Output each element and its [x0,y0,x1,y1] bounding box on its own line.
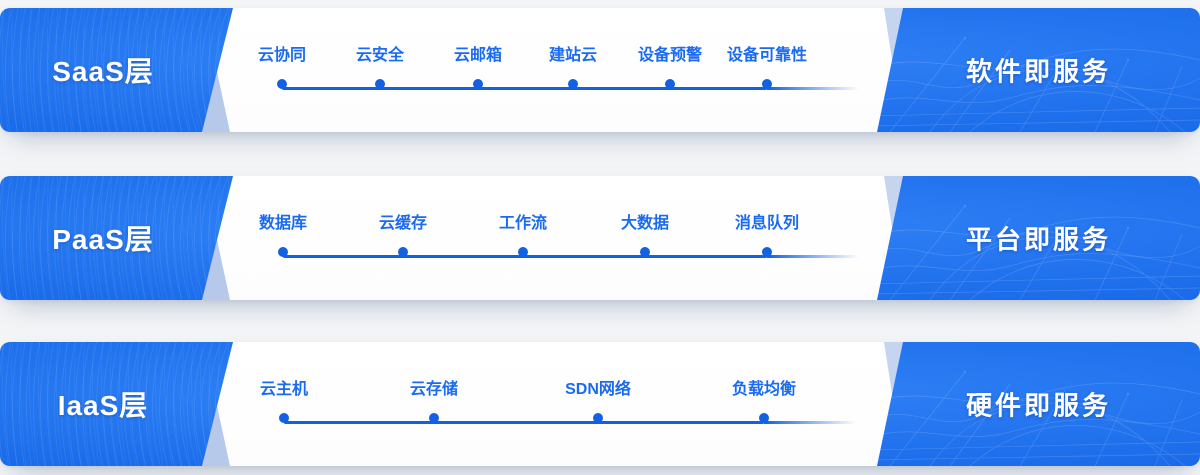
timeline-node [398,247,408,257]
wireframe-mesh-decoration [877,36,1200,132]
timeline-node [762,247,772,257]
timeline-item-label: 云安全 [355,47,405,64]
timeline-node [375,79,385,89]
timeline-iaas: 云主机 云存储 SDN网络 负载均衡 [0,342,1200,466]
layer-title-saas: SaaS层 [52,56,154,87]
timeline-item-label: 消息队列 [734,215,800,232]
timeline-line-tail [767,255,859,258]
layer-title-iaas: IaaS层 [57,390,149,421]
timeline-item-label: 设备可靠性 [726,47,808,64]
timeline-item-label: 云存储 [409,381,459,398]
timeline-paas: 数据库 云缓存 工作流 大数据 消息队列 [0,176,1200,300]
service-shape-saas: 软件即服务 [877,8,1200,132]
timeline-node [568,79,578,89]
timeline-node [762,79,772,89]
timeline-node [640,247,650,257]
timeline-node [759,413,769,423]
timeline-item-label: 负载均衡 [731,381,797,398]
timeline-line [282,87,767,90]
band-saas: SaaS层 云协同 云安全 云邮箱 建站云 设备预警 设备可靠性 [0,8,1200,132]
timeline-item-label: 云邮箱 [453,47,503,64]
service-shape-paas: 平台即服务 [877,176,1200,300]
timeline-item-label: 云缓存 [378,215,428,232]
timeline-node [665,79,675,89]
timeline-line-tail [764,421,856,424]
layer-shape-paas [0,176,233,300]
timeline-node [429,413,439,423]
layer-shape-saas [0,8,233,132]
timeline-item-label: 大数据 [620,215,670,232]
service-title-paas: 平台即服务 [965,224,1111,255]
service-title-saas: 软件即服务 [965,56,1111,87]
band-paas: PaaS层 数据库 云缓存 工作流 大数据 消息队列 [0,176,1200,300]
timeline-item-label: 建站云 [548,47,598,64]
timeline-node [279,413,289,423]
timeline-item-label: 云主机 [259,381,309,398]
timeline-node [278,247,288,257]
layer-title-paas: PaaS层 [52,224,154,255]
timeline-item-label: 数据库 [258,215,308,232]
band-iaas: IaaS层 云主机 云存储 SDN网络 负载均衡 [0,342,1200,466]
timeline-item-label: SDN网络 [565,381,631,398]
timeline-line-tail [767,87,859,90]
timeline-node [277,79,287,89]
wireframe-mesh-decoration [877,370,1200,466]
timeline-item-label: 云协同 [257,47,307,64]
timeline-node [593,413,603,423]
timeline-node [518,247,528,257]
timeline-node [473,79,483,89]
service-shape-iaas: 硬件即服务 [877,342,1200,466]
timeline-saas: 云协同 云安全 云邮箱 建站云 设备预警 设备可靠性 [0,8,1200,132]
timeline-line [284,421,764,424]
timeline-item-label: 设备预警 [637,47,703,64]
layer-shape-iaas [0,342,233,466]
service-title-iaas: 硬件即服务 [965,390,1111,421]
timeline-item-label: 工作流 [498,215,548,232]
wireframe-mesh-decoration [877,204,1200,300]
